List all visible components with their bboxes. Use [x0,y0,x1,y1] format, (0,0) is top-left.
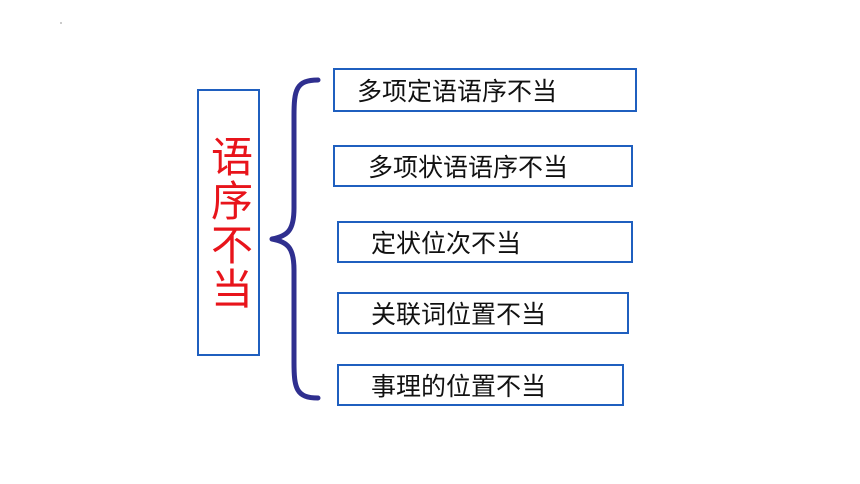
corner-dot [60,22,62,24]
subtopic-box-4: 关联词位置不当 [337,292,629,334]
subtopic-label-4: 关联词位置不当 [371,300,547,329]
curly-brace-connector [269,77,321,401]
main-topic-title: 语序不当 [204,134,254,311]
subtopic-label-2: 多项状语语序不当 [368,153,569,182]
subtopic-label-5: 事理的位置不当 [371,372,547,401]
subtopic-box-2: 多项状语语序不当 [333,145,633,187]
subtopic-box-5: 事理的位置不当 [337,364,624,406]
subtopic-label-1: 多项定语语序不当 [357,77,558,106]
subtopic-label-3: 定状位次不当 [371,229,522,258]
main-topic-box: 语序不当 [197,89,260,356]
subtopic-box-1: 多项定语语序不当 [333,68,637,112]
subtopic-box-3: 定状位次不当 [337,221,633,263]
